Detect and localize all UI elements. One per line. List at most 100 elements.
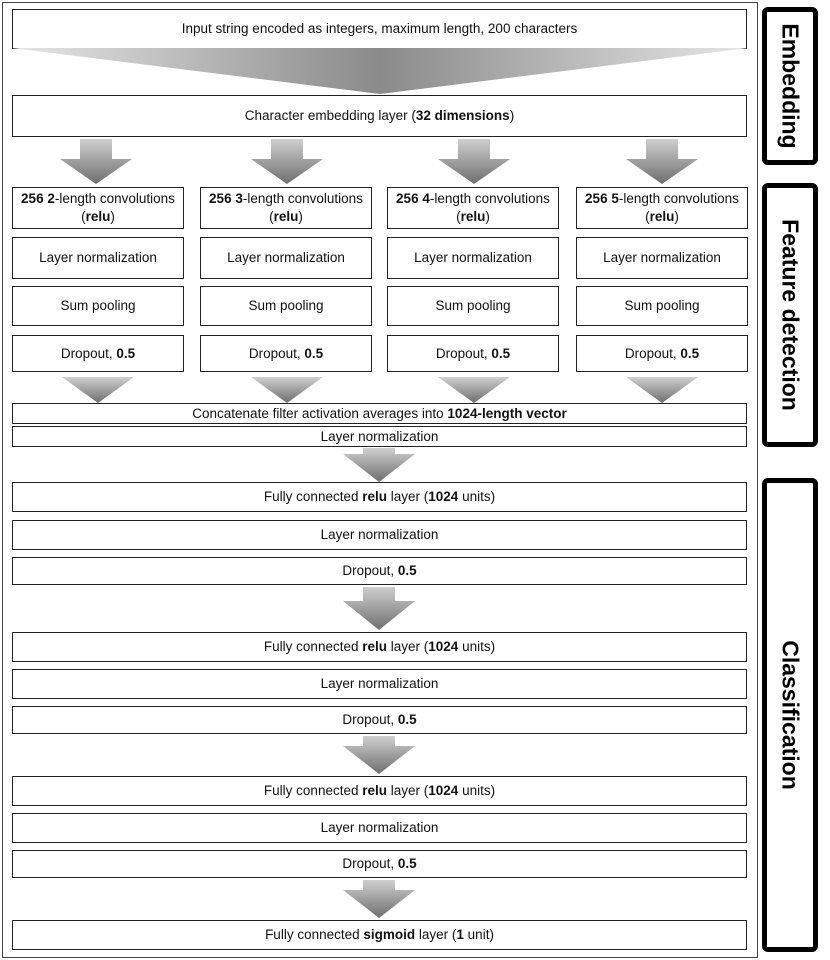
fc-text: Fully connected — [263, 489, 363, 504]
dropout-label: Dropout, — [624, 345, 681, 361]
output-activation: sigmoid — [363, 927, 416, 942]
conv-text: -length convolutions ( — [618, 191, 739, 224]
conv-box: 256 5-length convolutions (relu) — [576, 187, 748, 229]
layer-norm-label: Layer normalization — [39, 250, 157, 265]
sum-pooling-label: Sum pooling — [60, 298, 136, 313]
conv-activation: relu — [85, 209, 111, 224]
dropout-rate: 0.5 — [397, 563, 417, 578]
down-arrow — [438, 139, 510, 184]
fc-layer-norm-box: Layer normalization — [12, 520, 747, 550]
down-arrow — [251, 377, 323, 403]
down-arrow — [62, 377, 134, 403]
conv-text: -length convolutions ( — [54, 191, 175, 224]
dropout-rate: 0.5 — [680, 345, 700, 361]
dropout-rate: 0.5 — [397, 712, 417, 727]
section-classification: Classification — [762, 478, 818, 952]
dropout-label: Dropout, — [60, 345, 117, 361]
dropout-label: Dropout, — [342, 712, 398, 727]
layer-norm-label: Layer normalization — [414, 250, 532, 265]
input-label: Input string encoded as integers, maximu… — [181, 21, 578, 36]
fc-units: 1024 — [428, 639, 459, 654]
diagram-frame — [2, 2, 758, 958]
fc-relu-layer-box: Fully connected relu layer (1024 units) — [12, 776, 747, 806]
fc-text-end: units) — [458, 489, 496, 504]
conv-text-end: ) — [110, 209, 115, 224]
conv-filter-count: 256 — [21, 191, 44, 206]
down-arrow — [251, 139, 323, 184]
dropout-box: Dropout, 0.5 — [387, 335, 559, 372]
section-feature-detection-label: Feature detection — [777, 219, 804, 411]
conv-filter-count: 256 — [396, 191, 419, 206]
fc-text-mid: layer ( — [387, 639, 429, 654]
section-embedding-label: Embedding — [777, 23, 804, 149]
fc-dropout-box: Dropout, 0.5 — [12, 706, 747, 734]
dropout-box: Dropout, 0.5 — [200, 335, 372, 372]
fc-text-mid: layer ( — [387, 783, 429, 798]
sum-pooling-label: Sum pooling — [435, 298, 511, 313]
down-arrow — [626, 139, 698, 184]
fc-text: Fully connected — [263, 783, 363, 798]
dropout-rate: 0.5 — [116, 345, 136, 361]
sum-pooling-box: Sum pooling — [387, 286, 559, 326]
conv-activation: relu — [460, 209, 486, 224]
concatenate-box: Concatenate filter activation averages i… — [12, 403, 747, 424]
conv-filter-count: 256 — [209, 191, 232, 206]
conv-box: 256 2-length convolutions (relu) — [12, 187, 184, 229]
layer-norm-label: Layer normalization — [320, 527, 439, 542]
fc-layer-norm-box: Layer normalization — [12, 813, 747, 843]
conv-kernel-size: 5 — [611, 191, 619, 206]
fc-activation: relu — [362, 639, 387, 654]
fc-text-end: units) — [458, 783, 496, 798]
embedding-layer-box: Character embedding layer (32 dimensions… — [12, 95, 747, 137]
fc-relu-layer-box: Fully connected relu layer (1024 units) — [12, 482, 747, 512]
conv-text-end: ) — [485, 209, 490, 224]
output-text-end: unit) — [463, 927, 494, 942]
section-classification-label: Classification — [777, 640, 804, 790]
output-units: 1 — [456, 927, 464, 942]
dropout-box: Dropout, 0.5 — [576, 335, 748, 372]
down-arrow — [60, 139, 132, 184]
output-text-mid: layer ( — [415, 927, 457, 942]
conv-text-end: ) — [674, 209, 679, 224]
down-arrow — [343, 736, 415, 774]
conv-box: 256 3-length convolutions (relu) — [200, 187, 372, 229]
conv-kernel-size: 2 — [47, 191, 55, 206]
funnel-arrow — [12, 48, 748, 94]
dropout-label: Dropout, — [435, 345, 492, 361]
fc-relu-layer-box: Fully connected relu layer (1024 units) — [12, 632, 747, 662]
dropout-rate: 0.5 — [304, 345, 324, 361]
fc-units: 1024 — [428, 783, 459, 798]
conv-filter-count: 256 — [585, 191, 608, 206]
dropout-rate: 0.5 — [397, 856, 417, 871]
fc-dropout-box: Dropout, 0.5 — [12, 850, 747, 878]
section-feature-detection: Feature detection — [762, 183, 818, 447]
embedding-text-pre: Character embedding layer ( — [244, 108, 416, 123]
fc-activation: relu — [362, 489, 387, 504]
layer-norm-box: Layer normalization — [387, 237, 559, 279]
conv-activation: relu — [649, 209, 675, 224]
embedding-dimensions: 32 dimensions — [415, 108, 510, 123]
layer-norm-label: Layer normalization — [603, 250, 721, 265]
conv-kernel-size: 4 — [422, 191, 430, 206]
dropout-rate: 0.5 — [491, 345, 511, 361]
output-sigmoid-layer-box: Fully connected sigmoid layer (1 unit) — [12, 920, 747, 950]
layer-norm-label: Layer normalization — [320, 428, 439, 444]
layer-norm-label: Layer normalization — [227, 250, 345, 265]
section-embedding: Embedding — [762, 7, 818, 165]
layer-norm-box: Layer normalization — [12, 237, 184, 279]
fc-dropout-box: Dropout, 0.5 — [12, 557, 747, 585]
fc-units: 1024 — [428, 489, 459, 504]
sum-pooling-label: Sum pooling — [624, 298, 700, 313]
down-arrow — [438, 377, 510, 403]
input-box: Input string encoded as integers, maximu… — [12, 9, 747, 49]
output-text: Fully connected — [265, 927, 364, 942]
sum-pooling-label: Sum pooling — [248, 298, 324, 313]
down-arrow — [626, 377, 698, 403]
dropout-box: Dropout, 0.5 — [12, 335, 184, 372]
conv-kernel-size: 3 — [235, 191, 243, 206]
layer-norm-label: Layer normalization — [320, 676, 439, 691]
conv-text-end: ) — [298, 209, 303, 224]
down-arrow — [343, 880, 415, 918]
fc-text-mid: layer ( — [387, 489, 429, 504]
